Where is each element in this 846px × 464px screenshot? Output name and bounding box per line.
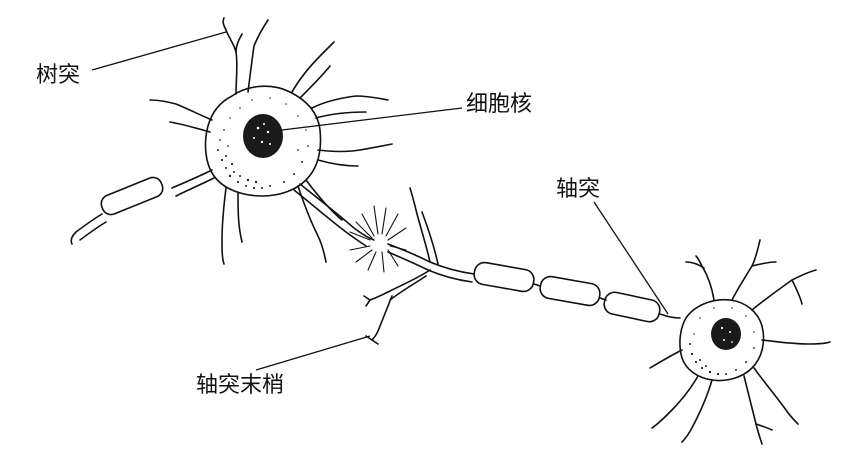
left-cell-body <box>204 85 322 197</box>
right-cell-body <box>679 298 765 382</box>
left-neuron <box>70 17 393 265</box>
left-dendrites <box>149 17 393 265</box>
axon-terminal-branches <box>363 269 431 345</box>
left-nucleus <box>243 114 283 158</box>
leader-nucleus <box>281 107 463 131</box>
label-nucleus: 细胞核 <box>466 92 532 117</box>
label-axon: 轴突 <box>556 177 600 202</box>
label-axon-terminal-group: 轴突末梢 <box>196 335 371 398</box>
connecting-axon-upper <box>293 183 375 247</box>
right-soma-stipple <box>689 307 755 376</box>
leader-axon-terminal <box>255 335 371 371</box>
label-dendrite-group: 树突 <box>36 31 227 88</box>
label-axon-terminal: 轴突末梢 <box>196 373 284 398</box>
label-dendrite: 树突 <box>36 63 80 88</box>
right-dendrites <box>649 239 831 445</box>
label-nucleus-group: 细胞核 <box>281 92 532 131</box>
leader-axon <box>593 201 669 315</box>
middle-axon <box>387 187 681 323</box>
label-axon-group: 轴突 <box>556 177 669 315</box>
leader-dendrite <box>91 31 227 71</box>
right-nucleus <box>711 318 741 350</box>
left-soma-stipple <box>217 97 309 190</box>
right-neuron <box>649 239 831 445</box>
left-axon <box>70 169 215 245</box>
